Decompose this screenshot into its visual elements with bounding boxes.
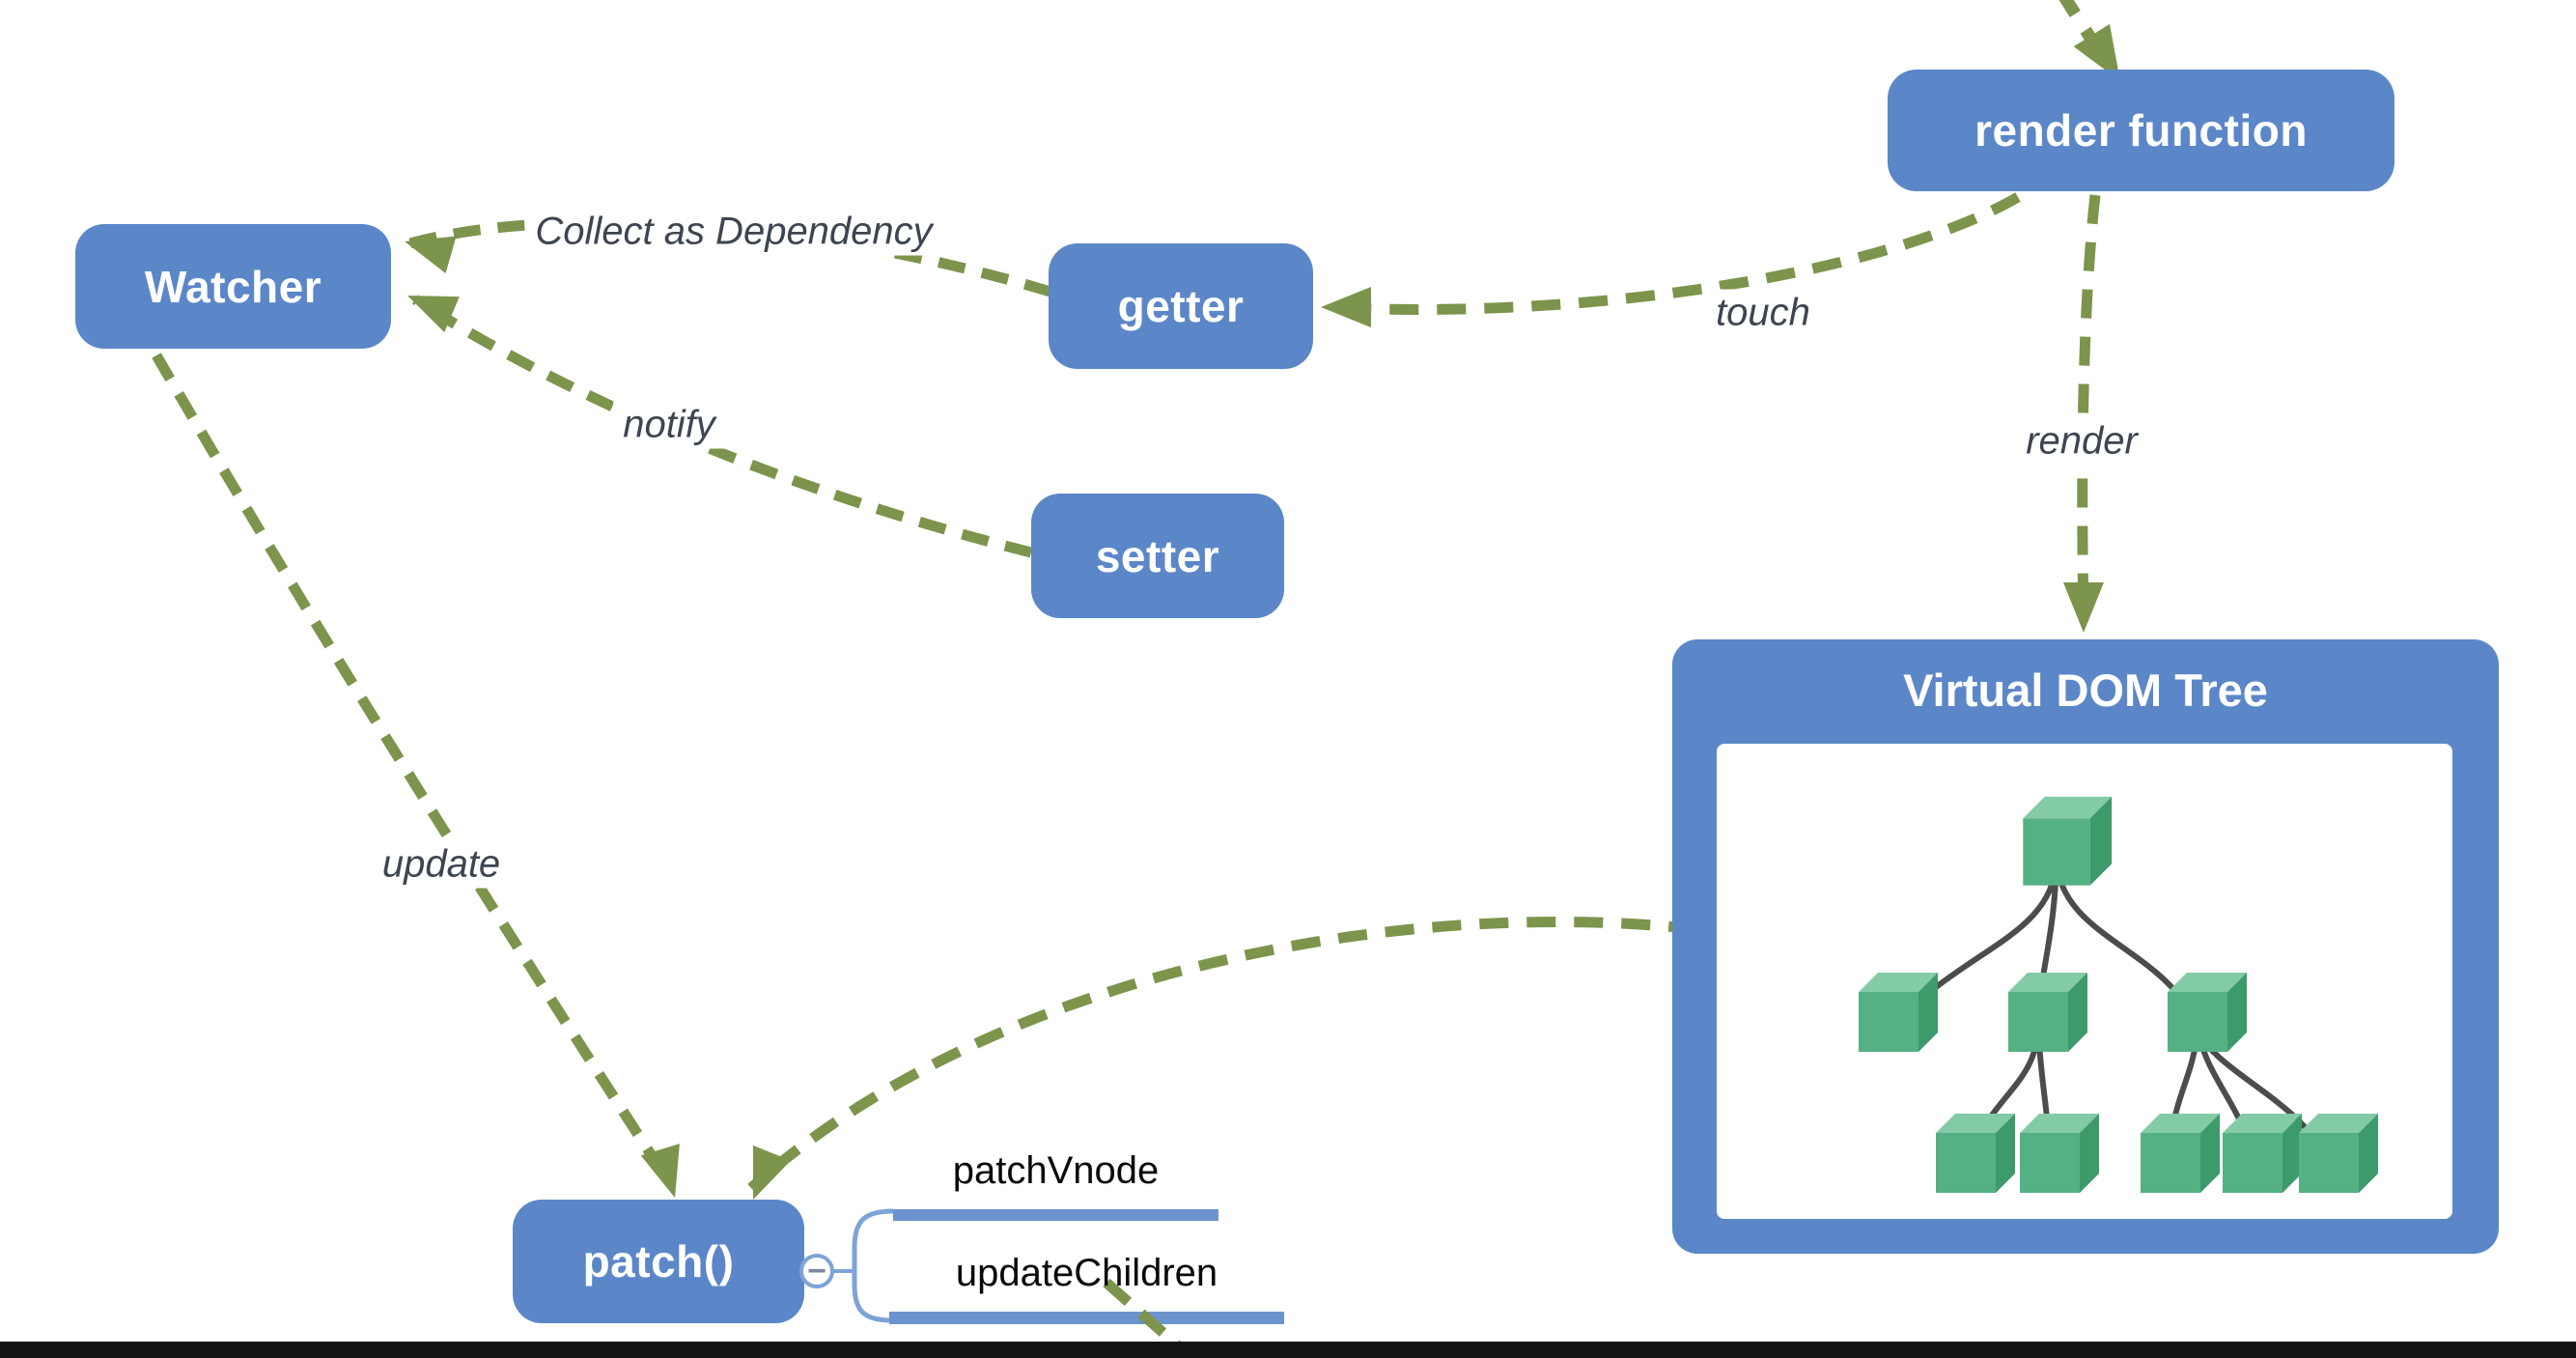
node-render-function[interactable]: render function (1888, 70, 2394, 191)
arrowhead-icon (405, 236, 457, 274)
edge-label-notify: notify (613, 401, 725, 449)
node-patch[interactable]: patch() (513, 1200, 804, 1323)
node-patch-label: patch() (582, 1236, 735, 1287)
branch-item-patchvnode[interactable]: patchVnode (952, 1149, 1160, 1192)
collapse-toggle[interactable]: − (799, 1254, 834, 1288)
node-watcher-label: Watcher (144, 261, 322, 312)
tree-node-cube (2008, 973, 2087, 1052)
virtual-dom-tree-illustration (1859, 796, 2378, 1193)
node-getter[interactable]: getter (1049, 243, 1313, 369)
edge-vdom-to-patch (747, 917, 1698, 1193)
tree-node-cube (2141, 1114, 2220, 1193)
edge-label-touch: touch (1706, 289, 1820, 337)
branch-underline-patchvnode (893, 1209, 1218, 1221)
branch-underline-updatechildren (889, 1312, 1284, 1324)
edge-label-render: render (2016, 417, 2147, 466)
tree-node-cube (2168, 973, 2247, 1052)
edge-label-collect-as-dependency: Collect as Dependency (525, 208, 942, 256)
node-render-function-label: render function (1974, 105, 2308, 156)
node-watcher[interactable]: Watcher (75, 224, 391, 349)
branch-bracket (852, 1208, 894, 1323)
edge-notify (412, 295, 1033, 558)
tree-node-cube (1859, 973, 1938, 1052)
edge-bottom-stub (1103, 1278, 1193, 1358)
arrowhead-icon (2063, 582, 2104, 633)
tree-node-cube (2299, 1114, 2378, 1193)
node-setter[interactable]: setter (1031, 494, 1284, 618)
virtual-dom-tree-panel (1717, 744, 2452, 1219)
arrowhead-icon (753, 1145, 791, 1200)
arrowhead-icon (1321, 287, 1371, 327)
edge-label-update: update (372, 840, 511, 889)
bottom-black-bar (0, 1342, 2576, 1358)
node-virtual-dom-tree[interactable]: Virtual DOM Tree (1672, 639, 2499, 1254)
virtual-dom-tree-title: Virtual DOM Tree (1903, 664, 2268, 716)
edge-update (152, 353, 675, 1187)
arrowhead-icon (2073, 23, 2120, 81)
edge-touch (1326, 192, 2021, 315)
node-setter-label: setter (1095, 530, 1220, 581)
edge-render (2077, 194, 2101, 619)
tree-node-cube (2023, 796, 2113, 886)
arrowhead-icon (407, 296, 460, 332)
minus-icon: − (807, 1253, 826, 1289)
node-getter-label: getter (1117, 281, 1245, 331)
tree-node-cube (2223, 1114, 2302, 1193)
tree-node-cube (2020, 1114, 2099, 1193)
arrowhead-icon (640, 1144, 680, 1198)
tree-node-cube (1936, 1114, 2015, 1193)
branch-item-updatechildren[interactable]: updateChildren (955, 1252, 1218, 1294)
